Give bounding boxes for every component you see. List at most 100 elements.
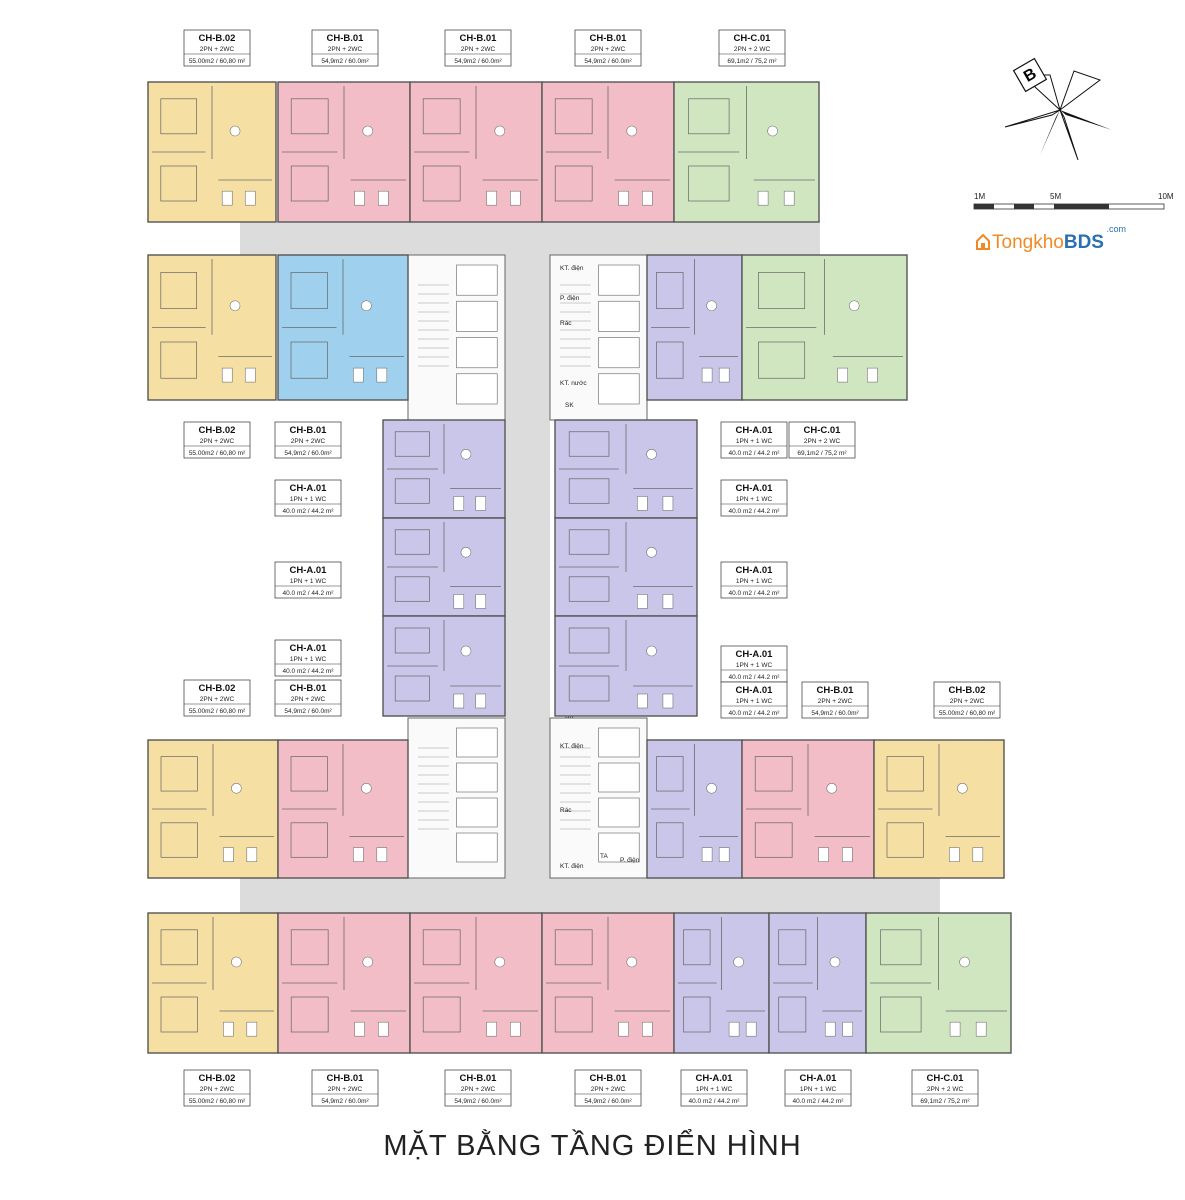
core-room-label: KT. điện — [560, 863, 584, 870]
apartment-unit — [554, 615, 698, 717]
unit-rooms: 2PN + 2 WC — [927, 1086, 964, 1093]
unit-code: CH-A.01 — [736, 425, 774, 436]
core-se — [549, 717, 648, 879]
apartment-unit — [741, 739, 875, 879]
unit-rooms: 2PN + 2WC — [591, 1086, 626, 1093]
core-room-label: KT. nước — [560, 380, 587, 387]
unit-area: 55.00m2 / 60,80 m² — [939, 710, 996, 717]
unit-label: CH-B.01 2PN + 2WC 54,9m2 / 60.0m² — [444, 1069, 512, 1107]
unit-code: CH-A.01 — [290, 643, 328, 654]
apartment-unit — [147, 81, 277, 223]
core-room-label: P. điện — [620, 857, 640, 864]
apartment-units — [147, 81, 1012, 1054]
unit-area: 40.0 m2 / 44.2 m² — [793, 1098, 845, 1105]
unit-area: 55.00m2 / 60,80 m² — [189, 1098, 246, 1105]
apartment-unit — [147, 739, 279, 879]
unit-code: CH-A.01 — [736, 685, 774, 696]
brand-suffix: .com — [1106, 224, 1126, 234]
unit-rooms: 2PN + 2WC — [200, 46, 235, 53]
core-room-label: P. điện — [560, 295, 580, 302]
apartment-unit — [277, 912, 411, 1054]
unit-rooms: 1PN + 1 WC — [696, 1086, 733, 1093]
unit-rooms: 1PN + 1 WC — [736, 698, 773, 705]
core-room-label: TA — [600, 853, 608, 860]
unit-label: CH-B.01 2PN + 2WC 54,9m2 / 60.0m² — [444, 29, 512, 67]
unit-area: 54,9m2 / 60.0m² — [584, 58, 632, 65]
unit-area: 54,9m2 / 60.0m² — [811, 710, 859, 717]
unit-code: CH-B.01 — [327, 33, 365, 44]
unit-area: 40.0 m2 / 44.2 m² — [283, 590, 335, 597]
unit-code: CH-B.01 — [460, 1073, 498, 1084]
apartment-unit — [768, 912, 867, 1054]
unit-code: CH-B.02 — [199, 33, 236, 44]
unit-area: 54,9m2 / 60.0m² — [454, 1098, 502, 1105]
unit-code: CH-B.01 — [327, 1073, 365, 1084]
unit-rooms: 2PN + 2WC — [328, 46, 363, 53]
corridor-bottom — [240, 878, 940, 913]
apartment-unit — [646, 254, 743, 401]
unit-rooms: 2PN + 2WC — [818, 698, 853, 705]
unit-rooms: 2PN + 2WC — [461, 46, 496, 53]
core-room-label: Rác — [560, 320, 572, 327]
unit-code: CH-A.01 — [800, 1073, 838, 1084]
unit-rooms: 1PN + 1 WC — [290, 578, 327, 585]
brand-name-part-b: BDS — [1063, 232, 1104, 253]
apartment-unit — [554, 517, 698, 617]
scale-label-10m: 10M — [1158, 192, 1174, 201]
unit-code: CH-B.01 — [460, 33, 498, 44]
scale-label-1m: 1M — [974, 192, 986, 201]
apartment-unit — [646, 739, 743, 879]
unit-rooms: 2PN + 2WC — [200, 696, 235, 703]
apartment-unit — [147, 254, 277, 401]
compass-rose-icon: B — [1000, 55, 1120, 165]
unit-area: 54,9m2 / 60.0m² — [454, 58, 502, 65]
unit-area: 40.0 m2 / 44.2 m² — [283, 668, 335, 675]
unit-label: CH-A.01 1PN + 1 WC 40.0 m2 / 44.2 m² — [720, 681, 788, 719]
unit-area: 69,1m2 / 75,2 m² — [920, 1098, 970, 1105]
apartment-unit — [382, 615, 506, 717]
unit-rooms: 1PN + 1 WC — [736, 438, 773, 445]
apartment-unit — [409, 912, 543, 1054]
unit-rooms: 2PN + 2WC — [200, 1086, 235, 1093]
unit-code: CH-B.01 — [817, 685, 855, 696]
unit-area: 40.0 m2 / 44.2 m² — [729, 710, 781, 717]
unit-code: CH-B.01 — [290, 683, 328, 694]
apartment-unit — [554, 419, 698, 519]
unit-area: 69,1m2 / 75,2 m² — [797, 450, 847, 457]
core-room-label: SK — [565, 402, 574, 409]
unit-code: CH-B.02 — [199, 425, 236, 436]
unit-area: 40.0 m2 / 44.2 m² — [283, 508, 335, 515]
unit-area: 40.0 m2 / 44.2 m² — [689, 1098, 741, 1105]
apartment-unit — [865, 912, 1012, 1054]
unit-area: 55.00m2 / 60,80 m² — [189, 708, 246, 715]
unit-label: CH-B.01 2PN + 2WC 54,9m2 / 60.0m² — [574, 1069, 642, 1107]
unit-rooms: 2PN + 2WC — [461, 1086, 496, 1093]
unit-area: 54,9m2 / 60.0m² — [584, 1098, 632, 1105]
brand-name: TongkhoBDS — [992, 232, 1104, 254]
unit-area: 54,9m2 / 60.0m² — [321, 58, 369, 65]
unit-code: CH-C.01 — [734, 33, 772, 44]
unit-code: CH-A.01 — [696, 1073, 734, 1084]
unit-area: 54,9m2 / 60.0m² — [284, 708, 332, 715]
unit-area: 55.00m2 / 60,80 m² — [189, 58, 246, 65]
unit-area: 54,9m2 / 60.0m² — [321, 1098, 369, 1105]
unit-label: CH-B.01 2PN + 2WC 54,9m2 / 60.0m² — [311, 29, 379, 67]
unit-code: CH-B.01 — [590, 1073, 628, 1084]
unit-area: 54,9m2 / 60.0m² — [284, 450, 332, 457]
apartment-unit — [277, 739, 409, 879]
unit-rooms: 1PN + 1 WC — [290, 656, 327, 663]
unit-rooms: 1PN + 1 WC — [290, 496, 327, 503]
